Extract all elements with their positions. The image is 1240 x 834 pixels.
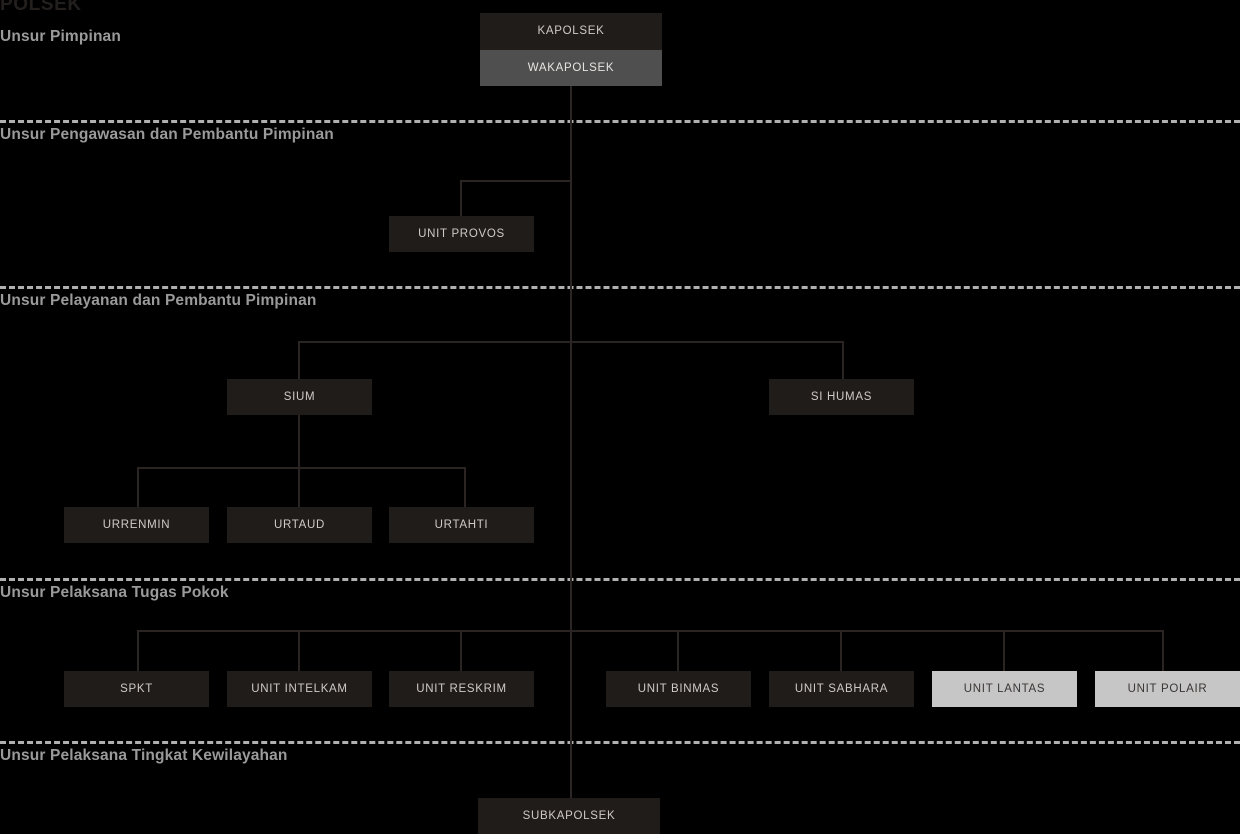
node-subkapolsek[interactable]: SUBKAPOLSEK <box>478 798 660 834</box>
node-kapolsek[interactable]: KAPOLSEK <box>480 13 662 50</box>
node-sium[interactable]: SIUM <box>227 379 372 415</box>
connector-sabhara-drop <box>840 630 842 671</box>
node-urrenmin[interactable]: URRENMIN <box>64 507 209 543</box>
connector-intelkam-drop <box>298 630 300 671</box>
node-unit-reskrim[interactable]: UNIT RESKRIM <box>389 671 534 707</box>
connector-sium-children-horizontal <box>137 467 466 469</box>
connector-polair-drop <box>1162 630 1164 671</box>
section-label-pimpinan: Unsur Pimpinan <box>0 28 121 45</box>
connector-provos-vertical <box>460 180 462 217</box>
section-divider-3 <box>0 578 1240 581</box>
connector-sium-drop <box>298 341 300 380</box>
connector-binmas-drop <box>677 630 679 671</box>
section-label-pengawasan: Unsur Pengawasan dan Pembantu Pimpinan <box>0 126 334 143</box>
connector-urrenmin-drop <box>137 467 139 507</box>
node-unit-provos[interactable]: UNIT PROVOS <box>389 216 534 252</box>
node-unit-sabhara[interactable]: UNIT SABHARA <box>769 671 914 707</box>
connector-sium-stem <box>298 415 300 467</box>
section-divider-2 <box>0 286 1240 289</box>
connector-spkt-drop <box>137 630 139 671</box>
node-unit-binmas[interactable]: UNIT BINMAS <box>606 671 751 707</box>
node-wakapolsek[interactable]: WAKAPOLSEK <box>480 50 662 86</box>
connector-urtaud-drop <box>298 467 300 507</box>
connector-urtahti-drop <box>464 467 466 507</box>
node-unit-polair[interactable]: UNIT POLAIR <box>1095 671 1240 707</box>
node-si-humas[interactable]: SI HUMAS <box>769 379 914 415</box>
connector-provos-horizontal <box>460 180 572 182</box>
node-unit-lantas[interactable]: UNIT LANTAS <box>932 671 1077 707</box>
node-urtaud[interactable]: URTAUD <box>227 507 372 543</box>
page-title: POLSEK <box>0 0 82 15</box>
node-unit-intelkam[interactable]: UNIT INTELKAM <box>227 671 372 707</box>
connector-sihumas-drop <box>842 341 844 380</box>
section-divider-1 <box>0 120 1240 123</box>
connector-pelayanan-horizontal <box>298 341 844 343</box>
connector-lantas-drop <box>1003 630 1005 671</box>
section-label-pelaksana-pokok: Unsur Pelaksana Tugas Pokok <box>0 584 229 601</box>
section-divider-4 <box>0 741 1240 744</box>
section-label-kewilayahan: Unsur Pelaksana Tingkat Kewilayahan <box>0 747 288 764</box>
section-label-pelayanan: Unsur Pelayanan dan Pembantu Pimpinan <box>0 292 317 309</box>
connector-pelaksana-horizontal <box>137 630 1162 632</box>
node-urtahti[interactable]: URTAHTI <box>389 507 534 543</box>
connector-reskrim-drop <box>460 630 462 671</box>
node-spkt[interactable]: SPKT <box>64 671 209 707</box>
connector-main-spine <box>570 86 572 798</box>
